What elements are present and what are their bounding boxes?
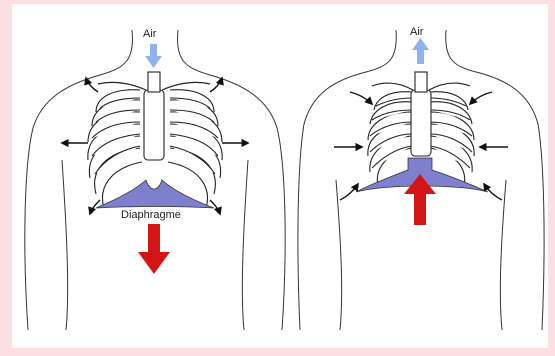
trachea	[415, 72, 427, 92]
sternum	[144, 90, 164, 160]
trachea	[148, 72, 160, 92]
sternum	[411, 90, 431, 156]
air-inflow-arrow	[145, 44, 162, 68]
air-outflow-arrow	[412, 38, 429, 64]
air-label-inspiration: Air	[143, 28, 157, 40]
arm-line	[62, 160, 68, 330]
inspiration-figure: Air Diaphragme	[25, 28, 285, 330]
diaphragm-contraction-arrow	[138, 224, 170, 274]
diaphragm-label: Diaphragme	[121, 209, 181, 221]
arm-line	[336, 180, 342, 330]
air-label-expiration: Air	[410, 26, 424, 38]
arm-line	[242, 160, 248, 330]
expiration-figure: Air	[298, 26, 544, 330]
arm-line	[500, 180, 506, 330]
